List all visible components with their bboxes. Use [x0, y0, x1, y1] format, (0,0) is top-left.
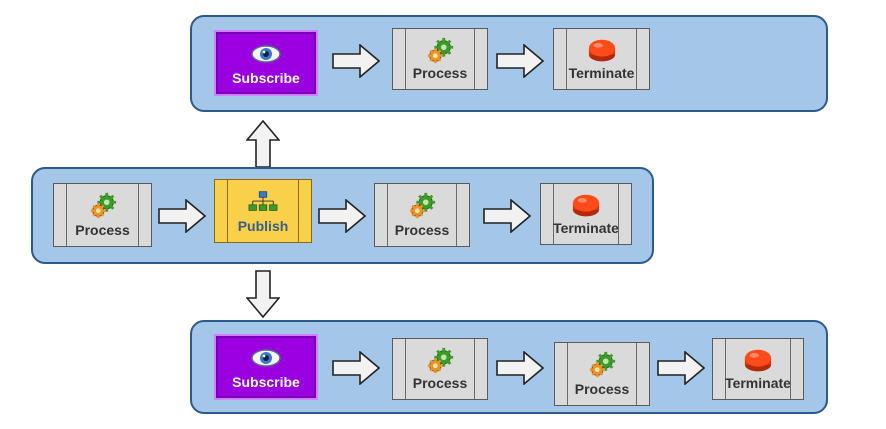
middle-publish-node[interactable]: Publish [214, 179, 312, 243]
bottom-process-1-label: Process [412, 375, 468, 391]
bottom-terminate-node[interactable]: Terminate [712, 338, 804, 400]
top-subscribe-label: Subscribe [232, 70, 300, 86]
gears-icon [393, 35, 487, 67]
middle-publish-label: Publish [237, 218, 289, 234]
top-process-label: Process [412, 65, 468, 81]
gears-icon [393, 345, 487, 377]
top-process-node[interactable]: Process [392, 28, 488, 90]
red-button-icon [554, 35, 649, 67]
arrow-up-icon [246, 120, 280, 168]
middle-process-2-label: Process [394, 222, 450, 238]
bottom-process-2-label: Process [574, 381, 630, 397]
arrow-right-icon [332, 44, 380, 78]
bottom-subscribe-label: Subscribe [232, 374, 300, 390]
bottom-terminate-label: Terminate [725, 375, 791, 391]
bottom-subscribe-node[interactable]: Subscribe [214, 334, 318, 400]
hierarchy-icon [215, 186, 311, 218]
gears-icon [375, 190, 469, 222]
middle-process-2-node[interactable]: Process [374, 183, 470, 247]
arrow-right-icon [496, 44, 544, 78]
bottom-process-2-node[interactable]: Process [554, 342, 650, 406]
gears-icon [54, 190, 151, 222]
arrow-right-icon [318, 199, 366, 233]
top-terminate-node[interactable]: Terminate [553, 28, 650, 90]
top-terminate-label: Terminate [568, 65, 635, 81]
arrow-right-icon [158, 199, 206, 233]
red-button-icon [713, 345, 803, 377]
arrow-right-icon [332, 351, 380, 385]
arrow-right-icon [657, 351, 705, 385]
middle-process-1-node[interactable]: Process [53, 183, 152, 247]
eye-icon [216, 38, 316, 70]
middle-terminate-label: Terminate [553, 220, 619, 236]
arrow-down-icon [246, 270, 280, 318]
bottom-process-1-node[interactable]: Process [392, 338, 488, 400]
gears-icon [555, 349, 649, 381]
arrow-right-icon [496, 351, 544, 385]
red-button-icon [541, 190, 631, 222]
middle-process-1-label: Process [75, 222, 130, 238]
middle-terminate-node[interactable]: Terminate [540, 183, 632, 245]
top-subscribe-node[interactable]: Subscribe [214, 30, 318, 96]
eye-icon [216, 342, 316, 374]
arrow-right-icon [483, 199, 531, 233]
